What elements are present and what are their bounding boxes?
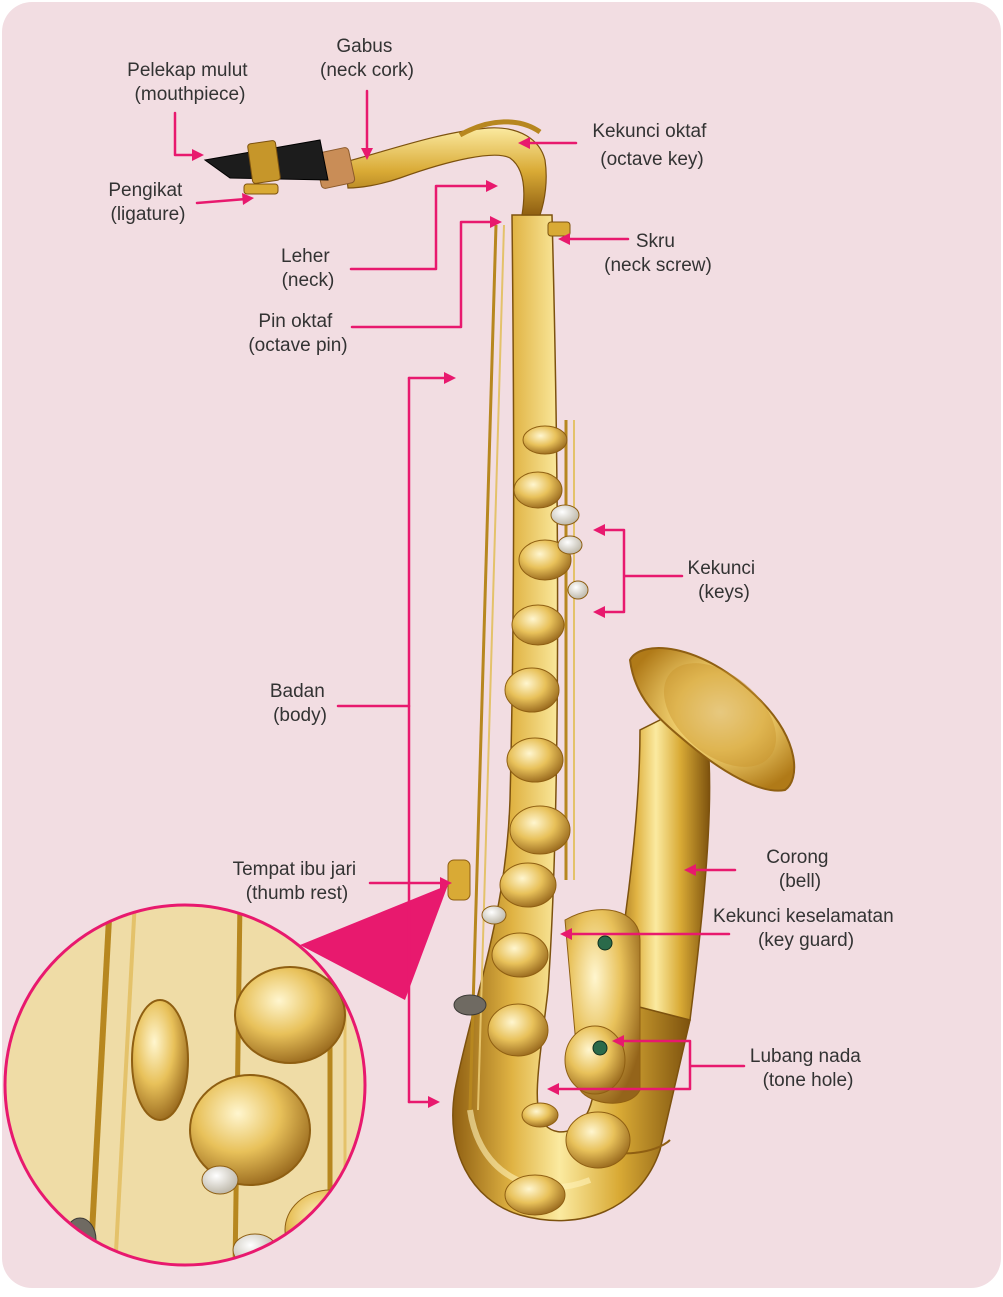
saxophone-parts-diagram: Pelekap mulut (mouthpiece) Gabus (neck c… — [0, 0, 1003, 1292]
diagram-canvas: Pelekap mulut (mouthpiece) Gabus (neck c… — [0, 0, 1003, 1292]
